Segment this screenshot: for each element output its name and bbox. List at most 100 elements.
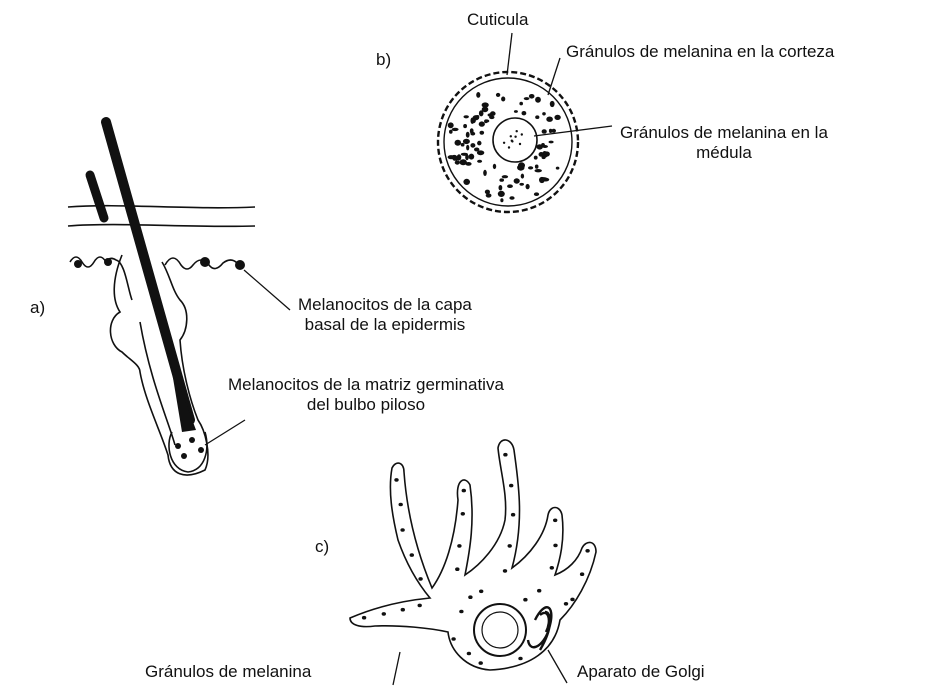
medulla-granules-label-line1: Gránulos de melanina en la [620,123,828,143]
melanin-granule [461,153,468,156]
melanin-granule [483,170,487,176]
hair-shaft-taper [170,360,196,432]
melanin-granule [476,92,480,98]
melanin-granule [521,133,523,135]
melanin-granule [580,572,584,576]
melanin-granule [466,132,470,138]
melanocyte-dot [198,447,204,453]
melanin-granule [382,612,386,616]
melanin-granule [501,97,505,102]
melanin-granule [509,196,514,200]
melanin-granule [496,93,500,97]
bulb-melanocytes [175,437,204,459]
melanin-granule [503,142,505,144]
melanin-granule [570,598,574,602]
melanin-granule [455,160,460,164]
melanin-granule [459,610,463,614]
melanin-granule [500,198,503,202]
melanin-granule [451,637,455,641]
melanin-granule [550,566,554,570]
melanin-granule [448,122,454,128]
melanin-granule [399,503,403,507]
melanin-granule [463,179,470,185]
melanin-granule [553,544,557,548]
panel-a-leaders [205,270,290,445]
melanin-granule [467,652,471,656]
melanin-granule [535,165,539,169]
melanin-granule [554,115,560,120]
melanin-granule [477,141,481,146]
melanin-granule [498,191,505,197]
melanin-granule [410,553,414,557]
melanocyte-dot [74,260,82,268]
melanin-granule [503,569,507,573]
melanocyte-dot [200,257,210,267]
melanin-granule [474,148,479,152]
melanin-granule [519,143,521,145]
melanin-granule [493,164,496,169]
melanin-granule [553,519,557,523]
melanin-granule [526,184,530,189]
nucleolus [482,612,518,648]
melanin-granule [539,177,545,183]
melanin-granule [462,489,466,493]
golgi-apparatus [528,607,551,650]
melanin-granule [508,544,512,548]
long-hair-shaft [106,122,190,420]
melanin-granule [535,115,539,119]
melanin-granule [469,154,475,160]
leader-cuticle [507,33,512,75]
melanin-granule [524,97,530,100]
panel-a-label: a) [30,298,45,318]
basal-melanocytes-label: Melanocitos de la capa basal de la epide… [298,295,472,335]
melanin-granule [521,174,524,179]
melanin-granule [537,589,541,593]
matrix-melanocytes-label-line2: del bulbo piloso [228,395,504,415]
melanin-granule [461,512,465,516]
melanocyte-dot [189,437,195,443]
medulla-granules [503,130,523,149]
melanocyte-dot [235,260,245,270]
melanin-granule [499,185,503,190]
melanin-granule [460,159,467,165]
melanin-granule [542,112,546,115]
leader-granules [393,652,400,685]
melanin-granule [516,130,518,132]
melanin-granule [534,192,539,196]
basal-melanocytes-label-line2: basal de la epidermis [298,315,472,335]
melanin-granule [470,132,475,136]
melanin-granule [449,130,453,134]
basal-melanocytes [74,257,245,270]
melanin-granule [485,190,490,195]
melanin-granule [464,115,469,118]
melanin-granule [523,598,527,602]
melanin-granule [535,97,541,103]
cortex-granules [448,92,561,202]
melanin-granule [418,577,422,581]
melanin-granule [480,131,485,135]
melanin-granule [463,139,470,144]
medulla [493,118,537,162]
melanin-granule [528,166,533,169]
melanin-granule [507,184,513,188]
melanin-granule [455,567,459,571]
melanin-granule [400,528,404,532]
melanin-granule [452,128,459,131]
panel-c-label: c) [315,537,329,557]
melanin-granule [463,124,467,128]
leader-golgi [548,650,567,683]
melanin-granule [549,141,554,144]
melanin-granule [535,169,542,172]
melanin-granules-label: Gránulos de melanina [145,662,311,682]
melanin-granule [453,158,458,161]
melanin-granule [564,602,568,606]
melanin-granule [394,478,398,482]
melanin-granule [476,115,480,118]
melanin-granule [542,129,547,134]
melanin-granule [471,118,475,124]
melanin-granule [508,146,510,148]
melanocyte-dot [104,258,112,266]
melanin-granule [514,178,520,183]
melanin-granule [466,145,469,151]
melanocyte-dot [181,453,187,459]
